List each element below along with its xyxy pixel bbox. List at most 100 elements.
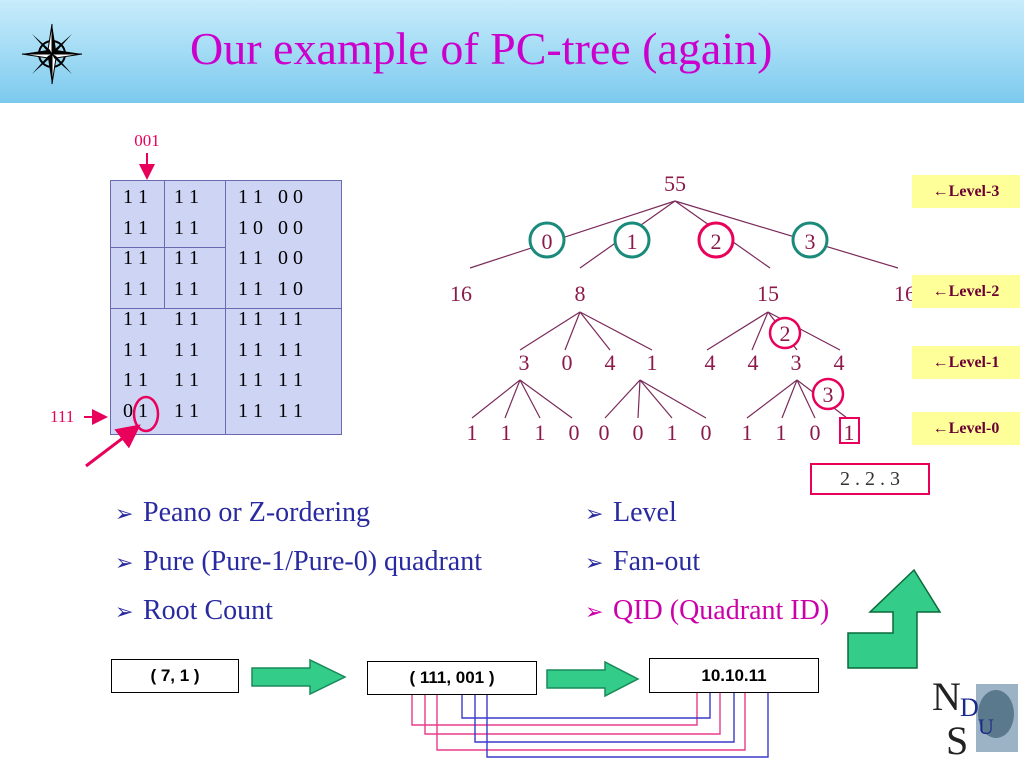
level-0-label: ←Level-0 (912, 412, 1020, 445)
bullet-text: Fan-out (613, 546, 701, 577)
tree-root-count: 55 (664, 171, 686, 196)
matrix-cell: 1 1 1 1 (238, 369, 303, 391)
marker-label: 3 (823, 382, 834, 407)
marker-circle (811, 377, 845, 411)
matrix-cell: 1 1 (123, 338, 148, 361)
svg-text:N: N (932, 674, 961, 719)
row-label: 111 (50, 407, 74, 426)
level1-count: 1 (647, 350, 658, 375)
level-2-label: ←Level-2 (912, 275, 1020, 308)
bullet-arrow-icon: ➢ (585, 501, 604, 526)
svg-text:U: U (978, 714, 994, 739)
column-label: 001 (134, 131, 160, 150)
highlight-arrow (85, 424, 141, 468)
matrix-cell: 1 1 1 1 (238, 338, 303, 361)
quadrant-id: 1 (627, 229, 638, 254)
matrix-cell: 1 1 (174, 247, 199, 269)
leaf-bit: 0 (569, 420, 580, 445)
leaf-bit: 0 (599, 420, 610, 445)
bullet-arrow-icon: ➢ (115, 550, 134, 575)
level1-count: 4 (834, 350, 845, 375)
level2-count: 16 (450, 281, 472, 306)
level-3-label: ←Level-3 (912, 175, 1020, 208)
flow-arrow-1 (251, 658, 347, 696)
leaf-bit: 0 (633, 420, 644, 445)
quadrant-circle-selected (697, 221, 735, 259)
marker-label: 2 (780, 321, 791, 346)
quadrant-circle (528, 221, 566, 259)
bullet-item: ➢ Root Count (115, 595, 482, 644)
leaf-bit: 0 (810, 420, 821, 445)
matrix-cell: 1 1 (123, 186, 148, 208)
level1-count: 4 (705, 350, 716, 375)
level1-count: 4 (605, 350, 616, 375)
leaf-bit: 1 (535, 420, 546, 445)
leaf-bit: 1 (501, 420, 512, 445)
matrix-divider (111, 247, 225, 248)
title-bar (0, 0, 1024, 103)
qid-result-box: 2 . 2 . 3 (810, 463, 930, 495)
matrix-cell: 1 1 (123, 308, 148, 330)
matrix-cell: 1 1 (174, 216, 199, 239)
matrix-cell: 1 0 0 0 (238, 216, 303, 239)
matrix-cell: 1 1 0 0 (238, 186, 303, 208)
svg-text:D: D (960, 693, 979, 722)
matrix-cell: 1 1 (123, 369, 148, 391)
level2-count: 8 (575, 281, 586, 306)
bullet-text: Peano or Z-ordering (143, 497, 371, 528)
matrix-cell: 1 1 (123, 277, 148, 300)
bullet-item: ➢QID (Quadrant ID) (585, 595, 829, 644)
compass-star-icon (21, 23, 83, 85)
highlight-ellipse (132, 395, 160, 433)
coordinate-box: ( 7, 1 ) (111, 659, 239, 693)
quadrant-id: 3 (805, 229, 816, 254)
matrix-divider (225, 181, 226, 434)
matrix-cell: 1 1 (174, 277, 199, 300)
matrix-cell: 1 1 (174, 308, 199, 330)
matrix-cell: 1 1 (123, 216, 148, 239)
svg-text:S: S (946, 718, 968, 762)
matrix-divider (111, 308, 341, 309)
bit-matrix (110, 180, 342, 435)
matrix-cell: 1 1 (174, 399, 199, 422)
leaf-bit: 1 (467, 420, 478, 445)
leaf-highlight-box (839, 417, 860, 444)
matrix-cell: 1 1 (174, 186, 199, 208)
matrix-cell: 1 1 (174, 338, 199, 361)
bullet-arrow-icon: ➢ (115, 599, 134, 624)
quadrant-circle (791, 221, 829, 259)
matrix-cell: 0 1 (123, 399, 148, 422)
qid-path-box: 10.10.11 (649, 658, 819, 693)
level-1-label: ←Level-1 (912, 346, 1020, 379)
quadrant-circle (613, 221, 651, 259)
page-title: Our example of PC-tree (again) (190, 23, 773, 74)
level2-count: 16 (894, 281, 916, 306)
quadrant-id: 0 (542, 229, 553, 254)
bullet-text: Root Count (143, 595, 273, 626)
bullets-left: ➢ Peano or Z-ordering ➢ Pure (Pure-1/Pure-… (115, 497, 482, 644)
leaf-bit: 1 (667, 420, 678, 445)
leaf-bit: 1 (742, 420, 753, 445)
bullet-text: Pure (Pure-1/Pure-0) quadrant (143, 546, 483, 577)
matrix-cell: 1 1 (174, 369, 199, 391)
matrix-cell: 1 1 0 0 (238, 247, 303, 269)
bullet-arrow-icon: ➢ (585, 550, 604, 575)
bullet-arrow-icon: ➢ (585, 599, 604, 624)
up-arrow (847, 568, 942, 669)
level1-count: 3 (519, 350, 530, 375)
bullets-right: ➢ Level ➢ Fan-out ➢QID (Quadrant ID) (585, 497, 829, 644)
level1-count: 0 (562, 350, 573, 375)
level1-count: 3 (791, 350, 802, 375)
bullet-item: ➢ Fan-out (585, 546, 829, 595)
leaf-bit: 1 (844, 420, 855, 445)
leaf-bit: 0 (701, 420, 712, 445)
bullet-text: Level (613, 497, 677, 528)
matrix-cell: 1 1 1 1 (238, 399, 303, 422)
bit-connectors (411, 693, 769, 758)
level1-count: 4 (748, 350, 759, 375)
bullet-item: ➢ Level (585, 497, 829, 546)
bullet-arrow-icon: ➢ (115, 501, 134, 526)
bullet-item: ➢ Peano or Z-ordering (115, 497, 482, 546)
matrix-cell: 1 1 (123, 247, 148, 269)
matrix-cell: 1 1 1 0 (238, 277, 303, 300)
